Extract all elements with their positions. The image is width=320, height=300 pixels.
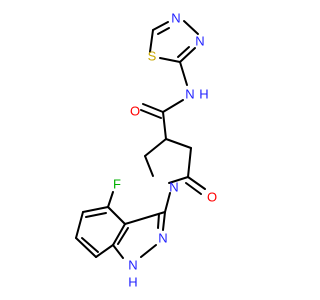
bond-c7a-c3a-double	[117, 227, 129, 245]
bond-n2ind-n1ind	[140, 244, 157, 258]
bond-ccarbonyl-oamide-double	[140, 109, 162, 119]
bond-c3ind-n2ind-double	[157, 213, 160, 229]
bond-c5-n4	[152, 21, 169, 31]
bond-c6-c7	[75, 237, 97, 258]
atom-label-hydrogen-indazole: H	[128, 275, 137, 290]
bond-n3-c2	[179, 47, 196, 63]
bond-c3-c2prime	[144, 138, 167, 157]
atom-label-nitrogen-amide: N	[185, 87, 194, 102]
bond-c5-c6	[75, 211, 84, 239]
bond-namide-ccarbonyl	[162, 99, 184, 113]
bond-c4-c5	[82, 206, 109, 213]
atom-label-oxygen-lactam: O	[207, 190, 217, 205]
bond-c2-s	[159, 57, 181, 63]
atom-label-hydrogen-amide: H	[199, 87, 208, 102]
bond-ccarbonyl-c3	[162, 111, 167, 140]
bond-s-c5	[149, 29, 154, 53]
molecule-drawing: S N N N H O N O F N N H	[75, 11, 217, 290]
bond-c7-c7a	[95, 244, 114, 258]
bond-c2-namide	[179, 61, 188, 86]
bond-c5-n4-double	[157, 27, 170, 35]
bond-n1-c3indazole	[164, 192, 171, 213]
bond-c2prime-n1	[144, 155, 154, 177]
atom-label-nitrogen-thiadiazole-top: N	[171, 11, 180, 26]
bond-n1ind-c7a	[112, 244, 124, 259]
bond-c7a-c3a	[112, 223, 126, 246]
atom-label-nitrogen-thiadiazole-right: N	[195, 34, 204, 49]
bond-c4-f	[107, 191, 114, 208]
atom-label-nitrogen-pyrrolidine: N	[169, 180, 178, 195]
bond-ccarbonyl-oamide	[142, 103, 164, 113]
structure-diagram: S N N N H O N O F N N H	[75, 11, 217, 290]
atom-label-sulfur: S	[148, 49, 157, 64]
bond-c4-c5prime	[187, 147, 192, 178]
atom-label-nitrogen-indazole-1: N	[128, 258, 137, 273]
bond-c3a-c4	[107, 206, 126, 225]
atom-label-oxygen-amide: O	[130, 104, 140, 119]
atom-label-fluorine: F	[113, 177, 121, 192]
bond-n3-c2-double	[177, 46, 190, 58]
bond-c3ind-n2ind	[162, 211, 166, 231]
bond-c3a-c3ind	[124, 211, 166, 225]
bond-c5prime-olactam	[187, 176, 206, 190]
bond-c5prime-n1	[168, 176, 189, 184]
bond-c5prime-olactam-double	[185, 182, 202, 195]
bond-c4-c5-double	[85, 212, 107, 218]
bond-c6-c7-double	[81, 237, 99, 253]
bond-n4-n3	[183, 20, 199, 35]
bond-c3-c4	[165, 138, 192, 149]
atom-label-nitrogen-indazole-2: N	[158, 231, 167, 246]
